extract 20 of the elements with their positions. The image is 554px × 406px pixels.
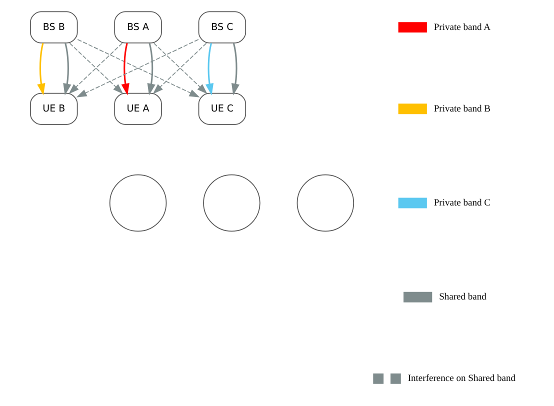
legend-label: Shared band	[438, 292, 486, 303]
node-box: BS A	[114, 11, 162, 44]
node-box: UE B	[30, 92, 78, 125]
arrow	[120, 43, 129, 96]
arrow	[62, 43, 71, 96]
arrow	[36, 43, 45, 96]
node-box: UE A	[114, 92, 162, 125]
node-circle	[296, 174, 354, 232]
arrow	[146, 43, 155, 96]
legend-label: Private band A	[433, 22, 490, 33]
arrow	[230, 43, 240, 96]
node-box: BS C	[198, 11, 246, 44]
legend-label: Private band C	[433, 197, 490, 208]
node-box: UE C	[198, 92, 246, 125]
node-box: BS B	[30, 11, 78, 44]
legend-label: Private band B	[433, 103, 490, 114]
legend-label: Interference on Shared band	[407, 373, 516, 384]
node-circle	[108, 174, 166, 232]
node-circle	[202, 174, 260, 232]
arrow	[204, 43, 214, 96]
